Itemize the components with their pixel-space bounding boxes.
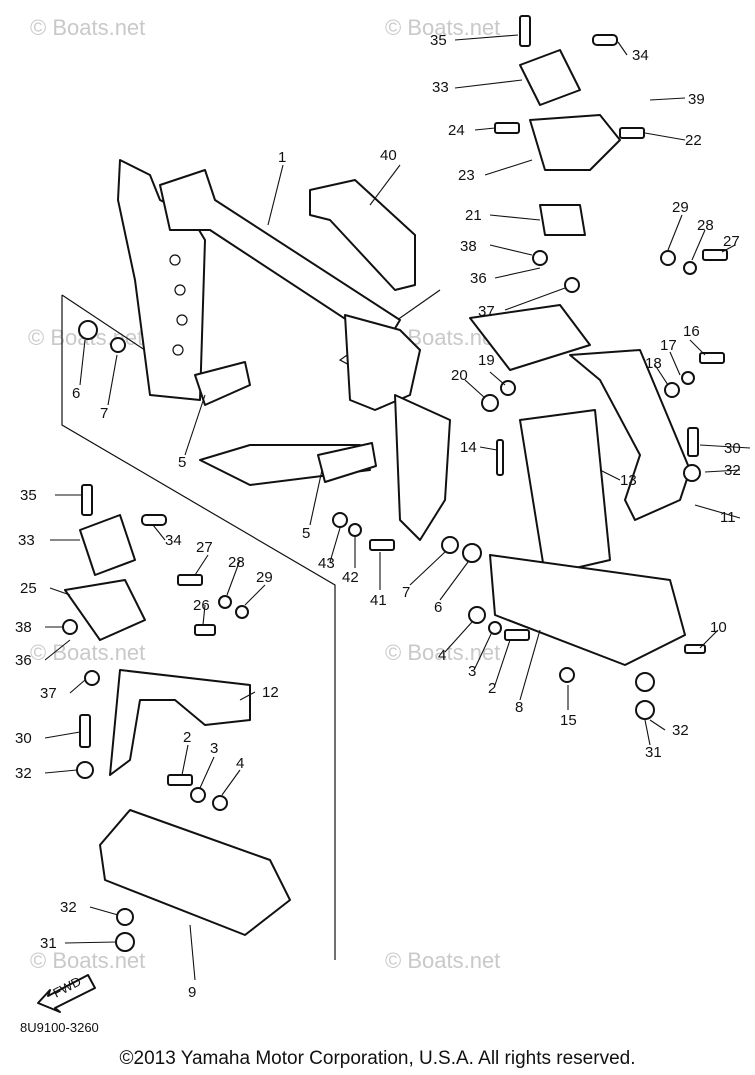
callout-7: 7	[100, 405, 108, 422]
callout-36: 36	[470, 270, 487, 287]
plate-part-40	[309, 179, 416, 291]
callout-16: 16	[683, 323, 700, 340]
watermark: © Boats.net	[385, 15, 500, 40]
callout-6: 6	[72, 385, 80, 402]
callout-32: 32	[60, 899, 77, 916]
hardware	[62, 250, 701, 952]
link-part-5	[194, 361, 377, 483]
callout-5: 5	[178, 454, 186, 471]
callout-19: 19	[478, 352, 495, 369]
callout-37: 37	[478, 303, 495, 320]
callout-22: 22	[685, 132, 702, 149]
callout-24: 24	[448, 122, 465, 139]
callout-27: 27	[723, 233, 740, 250]
callout-25: 25	[20, 580, 37, 597]
callout-14: 14	[460, 439, 477, 456]
callout-20: 20	[451, 367, 468, 384]
callout-30: 30	[724, 440, 741, 457]
callout-35: 35	[430, 32, 447, 49]
callout-39: 39	[688, 91, 705, 108]
callout-2: 2	[183, 729, 191, 746]
parts-diagram: © Boats.net © Boats.net © Boats.net © Bo…	[15, 15, 751, 1035]
callout-34: 34	[165, 532, 182, 549]
callout-3: 3	[468, 663, 476, 680]
callout-31: 31	[40, 935, 57, 952]
callout-1: 1	[278, 149, 286, 166]
callout-36: 36	[15, 652, 32, 669]
callout-43: 43	[318, 555, 335, 572]
watermark: © Boats.net	[385, 948, 500, 973]
watermark: © Boats.net	[30, 948, 145, 973]
watermark: © Boats.net	[385, 640, 500, 665]
watermark: © Boats.net	[30, 640, 145, 665]
plate-part-13	[519, 409, 611, 576]
callout-38: 38	[15, 619, 32, 636]
callout-41: 41	[370, 592, 387, 609]
callout-35: 35	[20, 487, 37, 504]
drawing-code: 8U9100-3260	[20, 1020, 99, 1035]
callout-11: 11	[720, 509, 736, 526]
callout-31: 31	[645, 744, 662, 761]
callout-23: 23	[458, 167, 475, 184]
watermark: © Boats.net	[30, 15, 145, 40]
fwd-arrow: FWD	[37, 974, 96, 1013]
callout-32: 32	[15, 765, 32, 782]
clamp-lower-left	[64, 514, 251, 776]
bracket-part-1	[117, 159, 451, 541]
callout-6: 6	[434, 599, 442, 616]
clamp-upper-right	[469, 49, 691, 521]
copyright-notice: ©2013 Yamaha Motor Corporation, U.S.A. A…	[119, 1048, 636, 1069]
callout-4: 4	[236, 755, 244, 772]
callout-29: 29	[672, 199, 689, 216]
callout-27: 27	[196, 539, 213, 556]
callout-37: 37	[40, 685, 57, 702]
callout-7: 7	[402, 584, 410, 601]
callout-10: 10	[710, 619, 727, 636]
callout-5: 5	[302, 525, 310, 542]
callout-26: 26	[193, 597, 210, 614]
callout-9: 9	[188, 984, 196, 1001]
base-part-8	[489, 554, 686, 666]
callout-33: 33	[432, 79, 449, 96]
callout-32: 32	[724, 462, 741, 479]
callout-21: 21	[465, 207, 482, 224]
callout-38: 38	[460, 238, 477, 255]
bolts	[79, 15, 728, 786]
callout-32: 32	[672, 722, 689, 739]
callout-4: 4	[438, 647, 446, 664]
callout-13: 13	[620, 472, 637, 489]
callout-18: 18	[645, 355, 662, 372]
leader-lines	[44, 34, 751, 981]
callout-3: 3	[210, 740, 218, 757]
callout-42: 42	[342, 569, 359, 586]
callouts: 1 2 2 3 3 4 4 5 5 6 6 7 7 8 9 10 11 12 1…	[15, 32, 741, 1001]
callout-29: 29	[256, 569, 273, 586]
callout-2: 2	[488, 680, 496, 697]
callout-28: 28	[697, 217, 714, 234]
callout-40: 40	[380, 147, 397, 164]
callout-33: 33	[18, 532, 35, 549]
callout-17: 17	[660, 337, 677, 354]
callout-28: 28	[228, 554, 245, 571]
base-part-9	[99, 809, 291, 936]
callout-15: 15	[560, 712, 577, 729]
callout-30: 30	[15, 730, 32, 747]
callout-12: 12	[262, 684, 279, 701]
callout-8: 8	[515, 699, 523, 716]
callout-34: 34	[632, 47, 649, 64]
